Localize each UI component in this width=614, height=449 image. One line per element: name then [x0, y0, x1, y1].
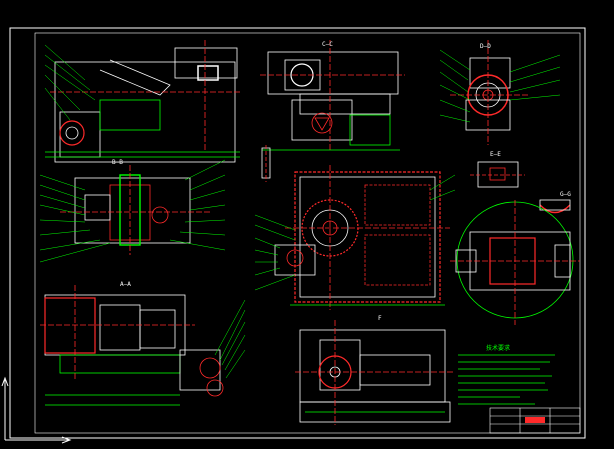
title-block [489, 407, 581, 434]
section-a-a [40, 285, 246, 406]
section-k-k [450, 200, 580, 325]
side-view-top-left [44, 40, 240, 163]
section-e-e [470, 161, 525, 188]
section-label-c: C—C [322, 41, 333, 48]
section-label-f: F [378, 315, 382, 322]
plan-view-center [254, 165, 456, 310]
section-d-d [439, 40, 561, 145]
notes-heading: 技术要求 [486, 345, 511, 352]
front-view-bottom [295, 320, 455, 425]
section-label-e: E—E [490, 151, 501, 158]
section-label-a: A—A [120, 281, 131, 288]
small-detail-view [261, 145, 271, 182]
section-g-g [539, 199, 571, 214]
section-c-c [260, 40, 405, 151]
section-b-b [39, 159, 226, 263]
ucs-axis-icon [1, 376, 72, 444]
sheet-frame [9, 27, 586, 439]
section-label-b: B—B [112, 159, 123, 166]
inner-border [34, 32, 581, 434]
section-label-g: G—G [560, 191, 571, 198]
technical-notes [458, 354, 555, 405]
section-label-d: D—D [480, 43, 491, 50]
